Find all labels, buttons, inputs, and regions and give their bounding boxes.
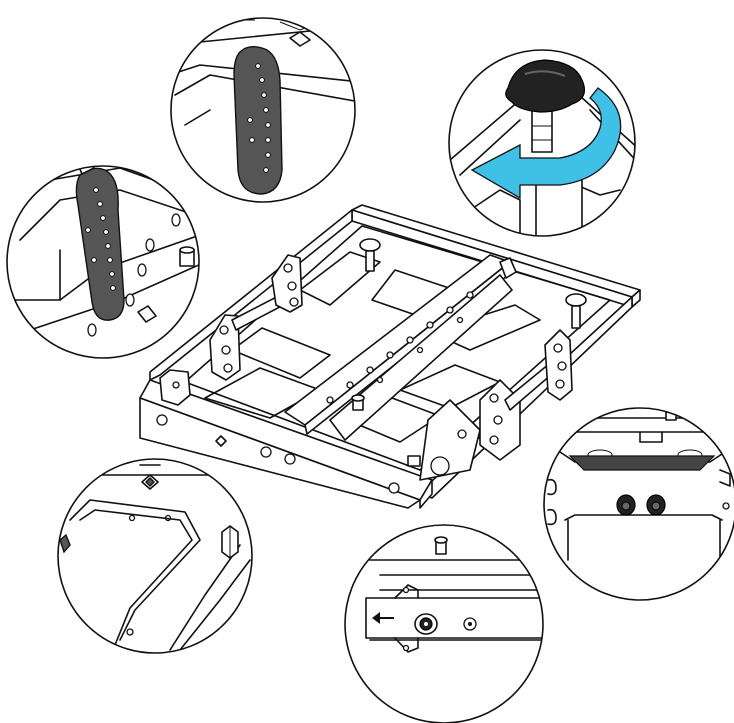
center-bar-holes	[326, 291, 474, 404]
callout-front-bottom-middle	[344, 524, 544, 723]
main-frame	[139, 204, 641, 509]
link-bar-icon	[233, 45, 283, 195]
knob-icon[interactable]	[616, 494, 636, 516]
right-rigging-bracket	[407, 329, 573, 467]
knob-icon[interactable]	[351, 394, 365, 411]
knob-icon[interactable]	[565, 293, 587, 329]
callout-link-bar-top	[170, 17, 356, 203]
knob-icon	[221, 525, 239, 559]
left-rigging-bracket	[209, 254, 303, 381]
knob-icon[interactable]	[414, 613, 438, 635]
callout-link-bar-left	[6, 165, 200, 359]
knob-icon	[434, 536, 448, 555]
knob-icon[interactable]	[359, 238, 381, 272]
callout-knob-rotate	[448, 49, 636, 237]
knob-icon	[179, 246, 195, 267]
callout-rear-right	[543, 407, 734, 601]
knob-icon[interactable]	[646, 494, 666, 516]
direction-arrow-icon	[372, 612, 394, 624]
knob-icon[interactable]	[505, 59, 585, 153]
rotation-arrow-icon	[470, 87, 622, 200]
callout-front-bottom-left	[57, 458, 253, 654]
link-bar-icon	[75, 167, 125, 321]
rear-left-corner	[159, 369, 191, 406]
